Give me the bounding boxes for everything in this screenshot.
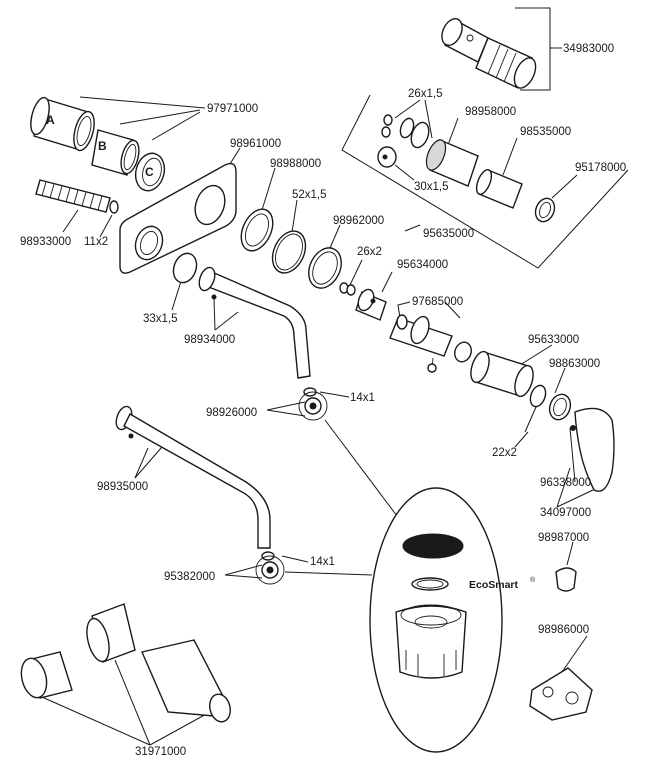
- part-98958000-spindle: [425, 139, 479, 187]
- part-97685000-valve: [389, 314, 472, 373]
- part-98926000-aerator: [298, 387, 328, 421]
- label-letter-a: A: [46, 113, 55, 127]
- label-26x2: 26x2: [357, 246, 382, 258]
- label-22x2: 22x2: [492, 447, 517, 459]
- label-95635000: 95635000: [423, 228, 474, 240]
- label-98987000: 98987000: [538, 532, 589, 544]
- label-30x1-5: 30x1,5: [414, 181, 449, 193]
- label-98535000: 98535000: [520, 126, 571, 138]
- label-95382000: 95382000: [164, 571, 215, 583]
- part-95382000-aerator: [255, 551, 285, 585]
- label-98934000: 98934000: [184, 334, 235, 346]
- part-96338000-handle: [570, 407, 615, 492]
- label-31971000: 31971000: [135, 746, 186, 758]
- part-31971000-tools: [20, 603, 231, 723]
- label-ecosmart-registered: ®: [530, 576, 536, 584]
- label-34983000: 34983000: [563, 43, 614, 55]
- aerator-insert: [395, 605, 467, 679]
- label-letter-b: B: [98, 139, 107, 153]
- part-95634000-cartridge: [339, 282, 387, 321]
- part-34983000: [441, 18, 537, 89]
- part-98935000-spout: [115, 405, 271, 549]
- part-labels: 34983000 97971000 A B C 26x1,5 98958000 …: [20, 43, 626, 758]
- label-33x1-5: 33x1,5: [143, 313, 178, 325]
- part-98933000-hose: [35, 179, 119, 214]
- label-97685000: 97685000: [412, 296, 463, 308]
- part-98934000-spout: [172, 252, 311, 379]
- part-95633000-body: [470, 350, 534, 398]
- strainer-disc: [402, 533, 464, 559]
- part-98986000: [529, 667, 593, 721]
- part-52x1-5-oring: [271, 230, 307, 274]
- part-98961000-plate: [119, 162, 237, 274]
- label-98961000: 98961000: [230, 138, 281, 150]
- label-34097000: 34097000: [540, 507, 591, 519]
- label-98988000: 98988000: [270, 158, 321, 170]
- part-97971000: [30, 96, 166, 192]
- label-11x2: 11x2: [84, 236, 108, 248]
- label-98933000: 98933000: [20, 236, 71, 248]
- label-letter-c: C: [145, 165, 154, 179]
- label-98935000: 98935000: [97, 481, 148, 493]
- part-95178000-nut: [534, 197, 556, 223]
- part-98987000: [555, 567, 577, 592]
- label-98958000: 98958000: [465, 106, 516, 118]
- label-98986000: 98986000: [538, 624, 589, 636]
- label-26x1-5: 26x1,5: [408, 88, 443, 100]
- label-14x1-top: 14x1: [350, 392, 375, 404]
- label-98863000: 98863000: [549, 358, 600, 370]
- label-96338000: 96338000: [540, 477, 591, 489]
- part-26x1-5-small: [377, 114, 430, 168]
- label-ecosmart: EcoSmart: [469, 579, 519, 591]
- label-52x1-5: 52x1,5: [292, 189, 327, 201]
- label-95633000: 95633000: [528, 334, 579, 346]
- label-95178000: 95178000: [575, 162, 626, 174]
- part-22x2-oring: [529, 384, 547, 408]
- part-98535000-sleeve: [475, 169, 523, 209]
- label-97971000: 97971000: [207, 103, 258, 115]
- label-95634000: 95634000: [397, 259, 448, 271]
- ecosmart-detail: [369, 487, 503, 753]
- label-98926000: 98926000: [206, 407, 257, 419]
- label-98962000: 98962000: [333, 215, 384, 227]
- label-14x1-bottom: 14x1: [310, 556, 335, 568]
- part-98988000-ring: [240, 208, 274, 252]
- part-98863000-cover: [548, 393, 572, 421]
- part-98962000-washer: [308, 247, 342, 289]
